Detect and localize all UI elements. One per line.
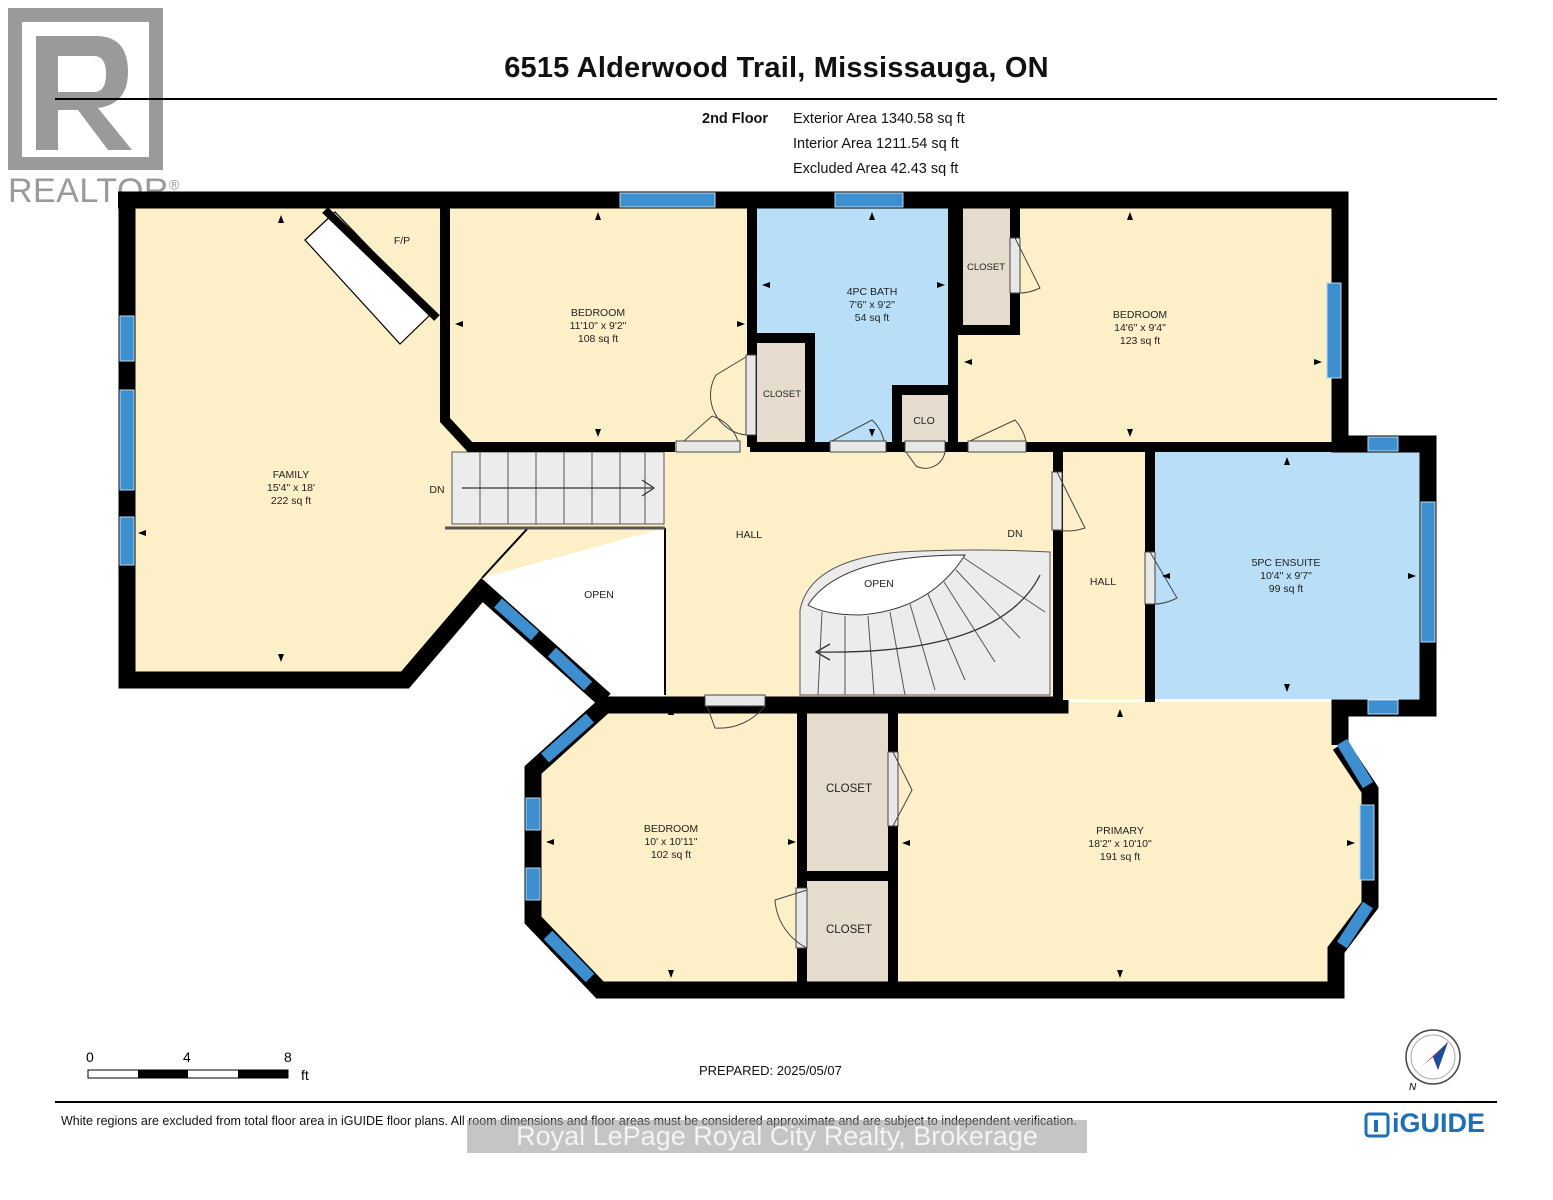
windows — [119, 192, 1436, 901]
closet-primary-2 — [805, 878, 893, 988]
room-labels: FAMILY 15'4" x 18' 222 sq ft F/P DN BEDR… — [267, 235, 1320, 936]
scale-four: 4 — [183, 1049, 191, 1065]
bedroom2-area: 123 sq ft — [1120, 335, 1160, 347]
family-dims: 15'4" x 18' — [267, 482, 315, 494]
scale-eight: 8 — [284, 1049, 292, 1065]
ensuite-5pc — [1153, 447, 1425, 699]
closet-bed1 — [752, 338, 810, 447]
bedroom2-dims: 14'6" x 9'4" — [1114, 322, 1166, 334]
primary-area: 191 sq ft — [1100, 851, 1140, 863]
clo-label: CLO — [913, 415, 935, 427]
bath-dims: 7'6" x 9'2" — [849, 299, 895, 311]
closet-bed2-label: CLOSET — [967, 262, 1005, 273]
bedroom-1 — [445, 202, 752, 447]
ensuite-name: 5PC ENSUITE — [1252, 557, 1321, 569]
bedroom2-name: BEDROOM — [1113, 309, 1167, 321]
bedroom1-name: BEDROOM — [571, 307, 625, 319]
family-room — [127, 202, 665, 672]
page-title: 6515 Alderwood Trail, Mississauga, ON — [504, 52, 1049, 84]
bedroom1-area: 108 sq ft — [578, 333, 618, 345]
stair-arrow — [462, 479, 656, 497]
bath-name: 4PC BATH — [847, 286, 898, 298]
bath-area: 54 sq ft — [855, 312, 890, 324]
doors — [675, 237, 1178, 949]
open-well — [807, 554, 966, 616]
prepared-date: PREPARED: 2025/05/07 — [699, 1063, 842, 1078]
curved-treads — [817, 557, 1046, 696]
curved-stair-arrow — [814, 574, 1041, 661]
scale-unit: ft — [301, 1067, 309, 1083]
floor-label: 2nd Floor — [702, 111, 769, 127]
bedroom-3 — [535, 702, 802, 988]
bedroom3-area: 102 sq ft — [651, 849, 691, 861]
scale-zero: 0 — [86, 1049, 94, 1065]
compass-n: N — [1409, 1082, 1417, 1093]
closet-bed1-label: CLOSET — [763, 389, 801, 400]
primary-room — [893, 702, 1368, 988]
bedroom-2 — [953, 202, 1335, 447]
clo-bath — [897, 390, 949, 447]
exterior-area: Exterior Area 1340.58 sq ft — [793, 111, 965, 127]
open-rail-2 — [481, 527, 529, 579]
hall-main-label: HALL — [736, 529, 762, 541]
hall-side — [1058, 447, 1153, 699]
bedroom3-name: BEDROOM — [644, 823, 698, 835]
interior-area: Interior Area 1211.54 sq ft — [793, 136, 959, 152]
excluded-area: Excluded Area 42.43 sq ft — [793, 161, 959, 177]
dn-label-2: DN — [1007, 528, 1022, 540]
scale-bar: 0 4 8 ft — [86, 1049, 309, 1083]
open-label-1: OPEN — [584, 589, 614, 601]
ensuite-area: 99 sq ft — [1269, 583, 1304, 595]
primary-dims: 18'2" x 10'10" — [1088, 838, 1152, 850]
closet-primary-1-label: CLOSET — [826, 783, 872, 795]
iguide-wordmark: iGUIDE — [1392, 1108, 1486, 1138]
header-rule — [55, 98, 1497, 100]
bedroom3-dims: 10' x 10'11" — [644, 836, 697, 848]
family-name: FAMILY — [273, 469, 310, 481]
diagonal-windows — [494, 598, 1374, 983]
ensuite-dims: 10'4" x 9'7" — [1260, 570, 1312, 582]
open-label-2: OPEN — [864, 578, 894, 590]
iguide-icon — [1364, 1112, 1390, 1138]
compass-icon: N — [1405, 1029, 1461, 1093]
dimension-markers — [138, 212, 1416, 978]
watermark: Royal LePage Royal City Realty, Brokerag… — [467, 1120, 1087, 1153]
primary-name: PRIMARY — [1096, 825, 1144, 837]
realtor-logo — [8, 8, 163, 170]
closet-primary-2-label: CLOSET — [826, 924, 872, 936]
dn-label-1: DN — [429, 484, 444, 496]
family-area: 222 sq ft — [271, 495, 311, 507]
closet-bed2 — [958, 208, 1013, 330]
footer-rule — [55, 1101, 1497, 1103]
hall-side-label: HALL — [1090, 576, 1116, 588]
closet-primary-1 — [805, 702, 893, 874]
fp-label: F/P — [394, 235, 410, 247]
bedroom1-dims: 11'10" x 9'2" — [570, 320, 627, 332]
